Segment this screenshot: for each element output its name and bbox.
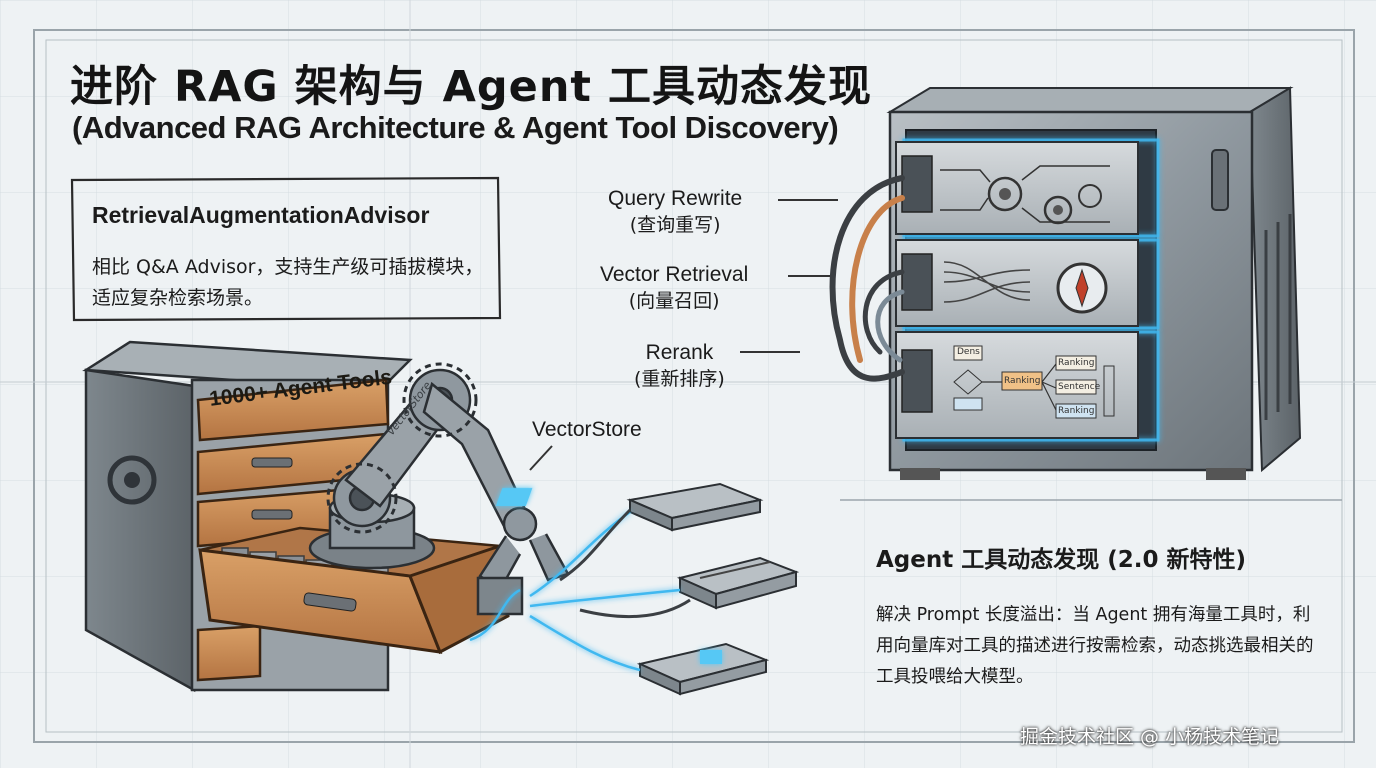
- energy-lines: [469, 510, 681, 672]
- vectorstore-label: VectorStore: [532, 418, 642, 441]
- callout-query-rewrite-en: Query Rewrite: [608, 187, 743, 210]
- dynamic-discovery-description: 解决 Prompt 长度溢出：当 Agent 拥有海量工具时，利用向量库对工具的…: [876, 605, 1314, 687]
- rerank-tag: Ranking: [1058, 358, 1095, 368]
- rerank-tag: Ranking: [1004, 376, 1041, 386]
- callout-query-rewrite: Query Rewrite (查询重写): [608, 186, 742, 238]
- page-subtitle: (Advanced RAG Architecture & Agent Tool …: [72, 110, 839, 145]
- dynamic-discovery-heading: Agent 工具动态发现 (2.0 新特性): [876, 547, 1247, 573]
- query-rewrite-panel: [895, 141, 1139, 235]
- callout-line-vectorstore: [529, 445, 553, 471]
- callout-vector-retrieval-en: Vector Retrieval: [600, 263, 749, 286]
- rerank-tag: Sentence: [1058, 382, 1101, 392]
- server-rack: [886, 86, 1302, 480]
- callout-rerank-cn: (重新排序): [634, 368, 725, 390]
- vector-retrieval-panel: [895, 239, 1139, 327]
- rack-vents: [1264, 214, 1292, 420]
- rack-cables: [829, 175, 905, 382]
- callout-vector-retrieval: Vector Retrieval (向量召回): [600, 262, 748, 314]
- advisor-box-frame: [70, 176, 502, 322]
- advisor-heading: RetrievalAugmentationAdvisor: [92, 202, 430, 228]
- robot-arm-gears: [326, 362, 478, 534]
- rerank-tag: Ranking: [1058, 406, 1095, 416]
- rerank-tag: Dens: [957, 347, 980, 357]
- outer-frame: [33, 29, 1355, 743]
- inner-frame: [45, 39, 1343, 733]
- chip-cables: [559, 508, 691, 618]
- watermark: 掘金技术社区 @ 小杨技术笔记: [1020, 726, 1280, 748]
- callout-query-rewrite-cn: (查询重写): [629, 214, 721, 236]
- page-title: 进阶 RAG 架构与 Agent 工具动态发现: [70, 62, 872, 112]
- callout-rerank: Rerank (重新排序): [634, 340, 725, 392]
- callout-rerank-en: Rerank: [645, 341, 714, 364]
- tool-chips: [495, 482, 800, 696]
- callout-vector-retrieval-cn: (向量召回): [628, 290, 720, 312]
- rerank-panel: [895, 331, 1139, 439]
- advisor-description: 相比 Q&A Advisor，支持生产级可插拔模块，适应复杂检索场景。: [92, 256, 484, 309]
